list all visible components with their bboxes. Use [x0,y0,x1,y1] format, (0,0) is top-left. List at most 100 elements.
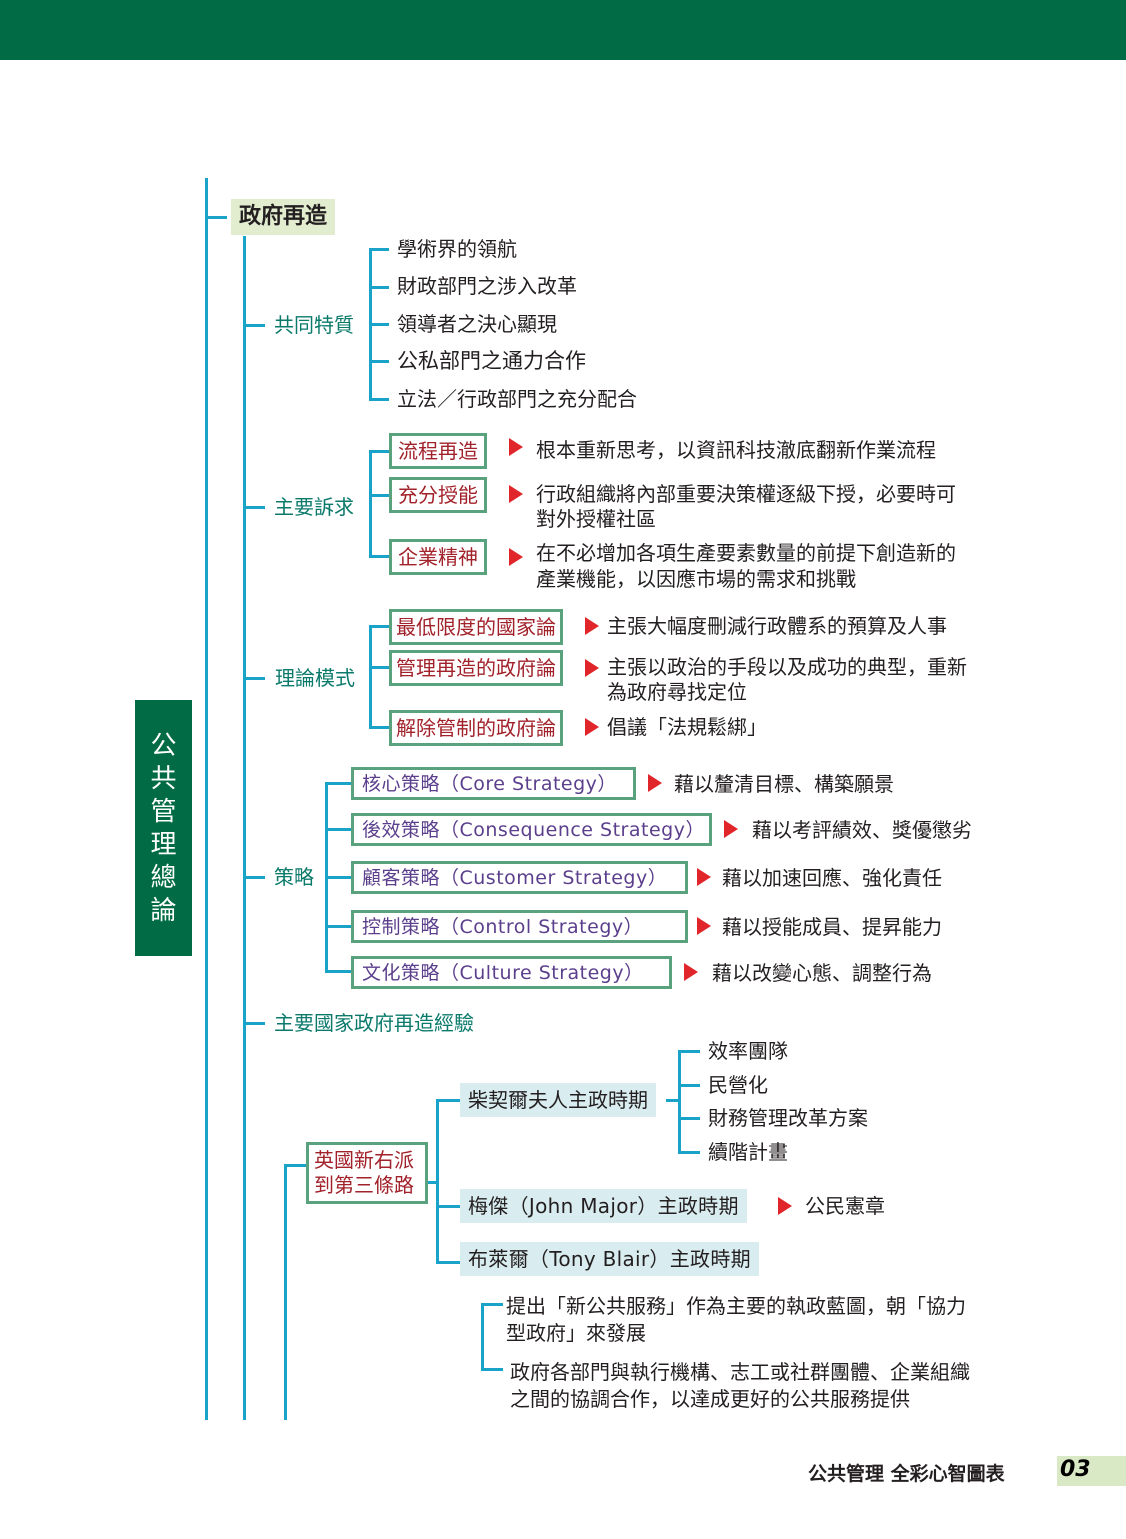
common-trait-item: 學術界的領航 [397,237,517,261]
branch-line [369,625,389,628]
section-trunk-line [243,236,246,1420]
strategy-box: 後效策略（Consequence Strategy） [351,813,712,846]
theory-desc: 主張以政治的手段以及成功的典型，重新 [607,655,967,679]
branch-line [678,1117,700,1120]
theory-box: 最低限度的國家論 [389,609,563,645]
side-title-char: 管 [150,797,177,827]
strategy-desc: 藉以授能成員、提昇能力 [722,915,942,939]
arrow-icon [648,774,662,792]
theory-box: 解除管制的政府論 [389,710,563,746]
arrow-icon [724,820,738,838]
common-traits-label: 共同特質 [274,313,354,337]
branch-line [369,450,391,453]
page-number: 03 [1060,1457,1091,1482]
arrow-icon [585,617,599,635]
main-trunk-line [205,178,208,1420]
branch-line [325,876,351,879]
branch-line [369,360,389,363]
branch-line [666,1099,680,1102]
appeal-desc: 在不必增加各項生產要素數量的前提下創造新的 [536,541,956,565]
blair-item: 型政府」來發展 [506,1321,646,1345]
strategies-label: 策略 [274,865,314,889]
thatcher-item: 民營化 [708,1073,768,1097]
thatcher-item: 財務管理改革方案 [708,1106,868,1130]
arrow-icon [697,917,711,935]
branch-line [369,248,389,251]
common-trait-item: 財政部門之涉入改革 [397,274,577,298]
branch-line [369,323,389,326]
branch-line [284,1164,308,1167]
side-title-char: 論 [150,896,177,926]
section-title: 政府再造 [231,199,336,235]
main-appeals-label: 主要訴求 [274,495,354,519]
blair-item: 政府各部門與執行機構、志工或社群團體、企業組織 [510,1360,970,1384]
strategy-desc: 藉以加速回應、強化責任 [722,866,942,890]
arrow-icon [684,963,698,981]
strategy-desc: 藉以改變心態、調整行為 [712,961,932,985]
arrow-icon [697,868,711,886]
arrow-icon [509,438,523,456]
branch-line [481,1368,503,1371]
strategy-box: 核心策略（Core Strategy） [351,767,636,800]
side-title-char: 公 [150,731,177,761]
header-bar [0,0,1126,60]
strategy-box: 顧客策略（Customer Strategy） [351,861,688,894]
strategy-desc: 藉以釐清目標、構築願景 [674,772,894,796]
appeal-desc: 對外授權社區 [536,507,656,531]
uk-box: 英國新右派 到第三條路 [306,1142,428,1204]
uk-box-line: 英國新右派 [314,1148,414,1172]
branch-line [325,782,351,785]
branch-line [436,1099,460,1102]
branch-line [428,1181,438,1184]
arrow-icon [509,485,523,503]
branch-line [436,1205,460,1208]
branch-line [325,828,351,831]
branch-line [369,625,372,728]
arrow-icon [509,548,523,566]
appeal-desc: 根本重新思考，以資訊科技澈底翻新作業流程 [536,438,936,462]
branch-line [243,1022,265,1025]
branch-line [436,1099,439,1263]
branch-line [243,677,265,680]
branch-line [369,450,372,557]
branch-line [325,970,351,973]
branch-line [678,1084,700,1087]
blair-item: 之間的協調合作，以達成更好的公共服務提供 [510,1387,910,1411]
thatcher-item: 效率團隊 [708,1039,788,1063]
branch-line [369,555,391,558]
thatcher-item: 續階計畫 [708,1140,788,1164]
branch-line [678,1151,700,1154]
uk-box-line: 到第三條路 [314,1173,414,1197]
book-title: 公共管理 全彩心智圖表 [808,1463,1005,1485]
theory-desc: 為政府尋找定位 [607,680,747,704]
appeal-box: 流程再造 [389,433,487,469]
page-number-box: 03 [1057,1456,1126,1486]
branch-line [284,1164,287,1420]
strategy-box: 控制策略（Control Strategy） [351,910,688,943]
side-title: 公 共 管 理 總 論 [135,700,192,956]
arrow-icon [585,659,599,677]
arrow-icon [585,718,599,736]
theory-desc: 倡議「法規鬆綁」 [607,715,767,739]
theory-desc: 主張大幅度刪減行政體系的預算及人事 [607,614,947,638]
theory-models-label: 理論模式 [275,666,355,690]
appeal-box: 充分授能 [389,477,487,513]
branch-line [678,1050,681,1153]
branch-line [243,506,265,509]
theory-box: 管理再造的政府論 [389,650,563,686]
branch-line [369,398,389,401]
branch-line [369,494,391,497]
common-trait-item: 領導者之決心顯現 [397,312,557,336]
experience-label: 主要國家政府再造經驗 [274,1011,474,1035]
thatcher-label: 柴契爾夫人主政時期 [460,1083,656,1117]
arrow-icon [778,1197,792,1215]
major-item: 公民憲章 [805,1194,885,1218]
branch-line [243,324,265,327]
common-trait-item: 立法／行政部門之充分配合 [397,387,637,411]
branch-line [369,726,389,729]
branch-line [678,1050,700,1053]
branch-line [205,216,227,219]
branch-line [481,1303,503,1306]
common-trait-item: 公私部門之通力合作 [397,349,586,373]
branch-line [481,1303,484,1370]
